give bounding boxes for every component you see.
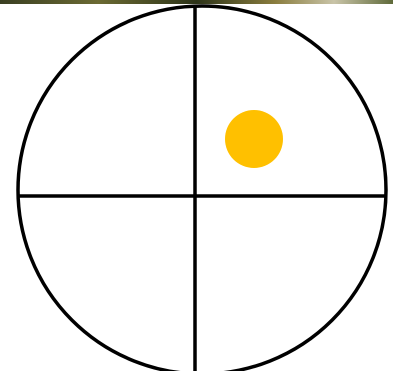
outer-circle	[18, 6, 386, 371]
yellow-dot-marker	[225, 110, 283, 168]
